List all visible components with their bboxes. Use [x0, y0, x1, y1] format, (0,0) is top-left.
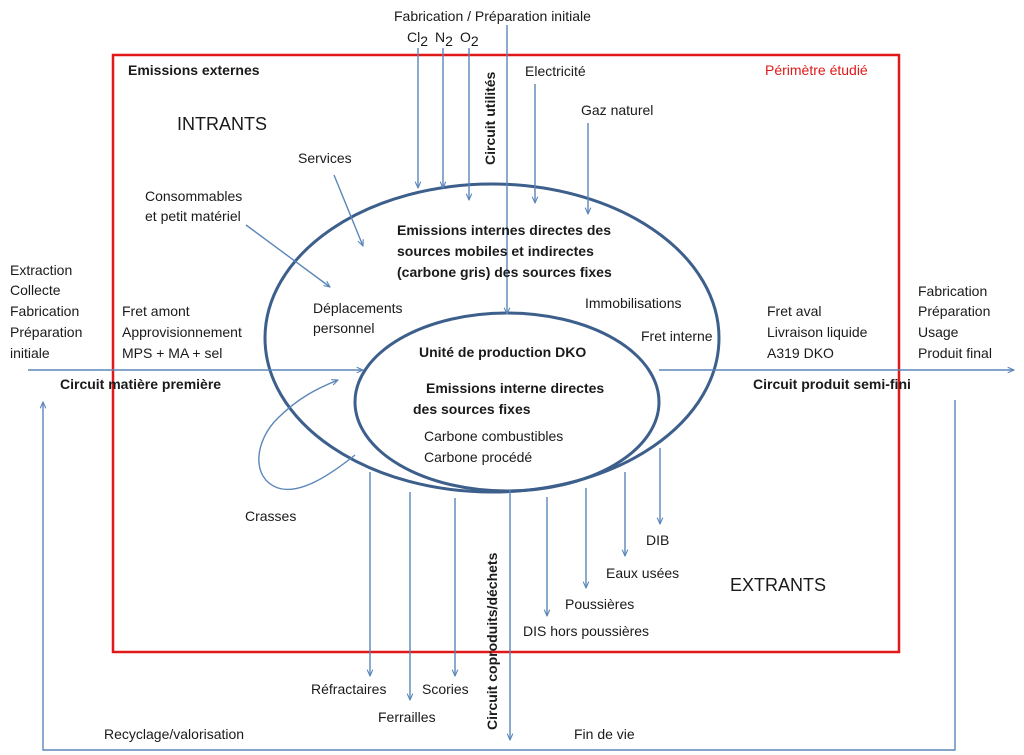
consumables-label-line2: et petit matériel	[145, 208, 241, 224]
electricity-label: Electricité	[525, 63, 586, 79]
dross-label: Crasses	[245, 508, 296, 524]
downstream-freight-line2: Livraison liquide	[767, 324, 868, 340]
scrap-label: Ferrailles	[378, 709, 436, 725]
fuel-carbon-label: Carbone combustibles	[424, 428, 563, 444]
inputs-heading: INTRANTS	[177, 114, 267, 134]
recycling-loop	[43, 400, 956, 751]
dross-loop-arrow	[258, 380, 356, 491]
services-label: Services	[298, 150, 352, 166]
end-of-life-label: Fin de vie	[574, 726, 635, 742]
upstream-freight-line3: MPS + MA + sel	[122, 345, 222, 361]
process-carbon-label: Carbone procédé	[424, 449, 532, 465]
services-arrow	[333, 174, 363, 246]
internal-freight-label: Fret interne	[641, 328, 713, 344]
o2-label: O2	[460, 29, 479, 49]
left-source-line1: Extraction	[10, 262, 72, 278]
consumables-arrow	[245, 224, 330, 287]
travel-label-line1: Déplacements	[313, 300, 403, 316]
left-source-line5: initiale	[10, 345, 50, 361]
cl2-label: Cl2	[407, 29, 428, 49]
outer-ellipse-title-line2: sources mobiles et indirectes	[397, 243, 594, 259]
raw-material-circuit-label: Circuit matière première	[60, 376, 221, 392]
refractories-label: Réfractaires	[311, 681, 386, 697]
right-destination-line1: Fabrication	[918, 283, 987, 299]
right-destination-line4: Produit final	[918, 345, 992, 361]
consumables-label-line1: Consommables	[145, 188, 242, 204]
downstream-freight-line1: Fret aval	[767, 303, 821, 319]
dust-label: Poussières	[565, 596, 634, 612]
slag-label: Scories	[422, 681, 469, 697]
production-unit-label: Unité de production DKO	[419, 344, 586, 360]
right-destination-line2: Préparation	[918, 303, 990, 319]
coproducts-circuit-label: Circuit coproduits/déchets	[484, 552, 500, 730]
left-source-line3: Fabrication	[10, 303, 79, 319]
inner-ellipse-title-line1: Emissions interne directes	[426, 380, 604, 396]
recycling-label: Recyclage/valorisation	[104, 726, 244, 742]
downstream-freight-line3: A319 DKO	[767, 345, 834, 361]
external-emissions-label: Emissions externes	[128, 62, 260, 78]
natural-gas-label: Gaz naturel	[581, 102, 653, 118]
utilities-circuit-label: Circuit utilités	[482, 71, 498, 165]
dis-label: DIS hors poussières	[523, 623, 649, 639]
outer-ellipse-title-line1: Emissions internes directes des	[397, 222, 611, 238]
study-perimeter-frame	[111, 53, 901, 654]
dib-label: DIB	[646, 532, 669, 548]
left-source-line4: Préparation	[10, 324, 82, 340]
perimeter-label: Périmètre étudié	[765, 62, 868, 78]
top-source-title: Fabrication / Préparation initiale	[394, 8, 591, 24]
inner-ellipse-title-line2: des sources fixes	[413, 401, 531, 417]
n2-label: N2	[435, 29, 453, 49]
right-destination-line3: Usage	[918, 324, 959, 340]
left-source-line2: Collecte	[10, 282, 61, 298]
wastewater-label: Eaux usées	[606, 565, 679, 581]
upstream-freight-line1: Fret amont	[122, 303, 190, 319]
semi-finished-circuit-label: Circuit produit semi-fini	[753, 376, 911, 392]
travel-label-line2: personnel	[313, 320, 375, 336]
fixed-assets-label: Immobilisations	[585, 295, 681, 311]
upstream-freight-line2: Approvisionnement	[122, 324, 242, 340]
outer-ellipse-title-line3: (carbone gris) des sources fixes	[397, 264, 612, 280]
outputs-heading: EXTRANTS	[730, 575, 826, 595]
